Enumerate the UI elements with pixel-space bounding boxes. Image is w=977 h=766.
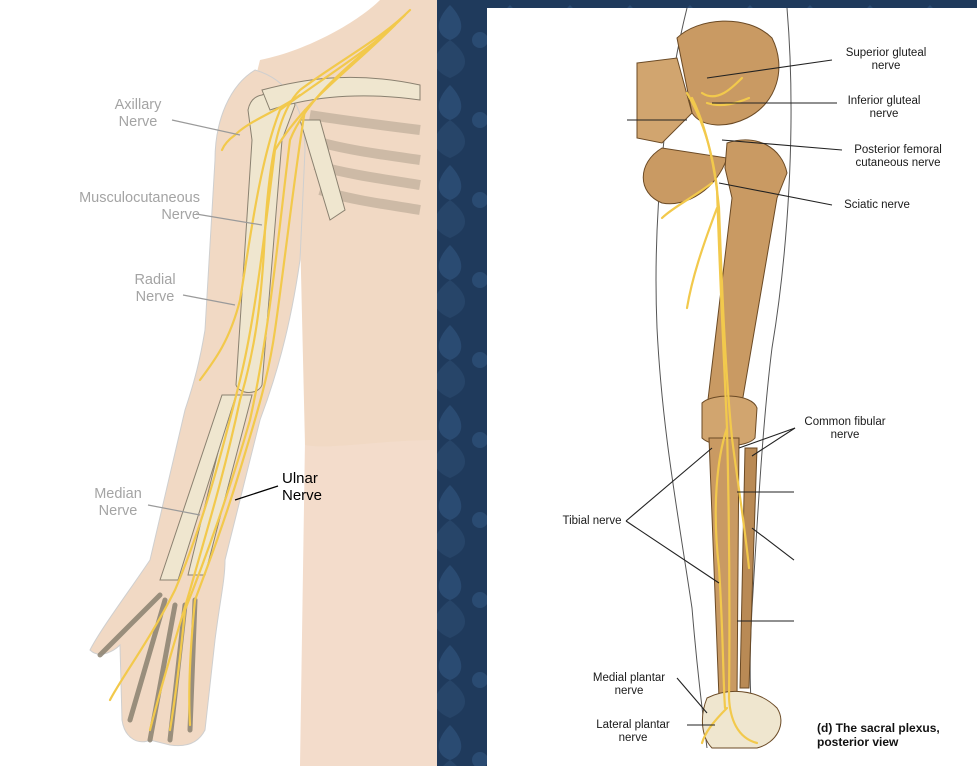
medial-plantar-label: Medial plantar nerve (592, 672, 666, 697)
femur-bone (706, 139, 788, 420)
sacrum-bone (636, 57, 693, 144)
arm-illustration (89, 0, 437, 766)
arm-leaders (147, 119, 263, 516)
ribs (309, 110, 421, 215)
common-fibular-label: Common fibular nerve (804, 416, 886, 441)
ulna-bone (159, 394, 237, 581)
leg-panel: Superior gluteal nerve Inferior gluteal … (487, 8, 977, 766)
axillary-nerve-label: Axillary Nerve (114, 97, 162, 130)
sciatic-label: Sciatic nerve (844, 199, 910, 211)
lateral-plantar-label: Lateral plantar nerve (596, 719, 670, 744)
musculocutaneous-nerve-label: Musculocutaneous Nerve (79, 190, 200, 223)
inferior-gluteal-label: Inferior gluteal nerve (847, 95, 921, 120)
tibial-label: Tibial nerve (562, 515, 622, 527)
arm-nerves (108, 8, 412, 732)
clavicle-bone (261, 76, 421, 111)
leg-illustration (625, 8, 843, 749)
ulnar-nerve-label: Ulnar Nerve (282, 470, 323, 504)
figure-caption: (d) The sacral plexus, posterior view (817, 721, 940, 749)
arm-panel: Axillary Nerve Musculocutaneous Nerve Ra… (0, 0, 437, 766)
median-nerve-label: Median Nerve (94, 486, 142, 519)
leg-leaders (625, 59, 843, 726)
foot-bones (701, 690, 782, 749)
ulnar-leader (234, 485, 279, 501)
leg-nerves (660, 76, 759, 745)
torso-skin (300, 0, 437, 766)
posterior-femoral-label: Posterior femoral cutaneous nerve (854, 144, 942, 169)
radial-nerve-label: Radial Nerve (134, 272, 176, 305)
superior-gluteal-label: Superior gluteal nerve (845, 47, 927, 72)
pelvis-bone (676, 20, 780, 126)
